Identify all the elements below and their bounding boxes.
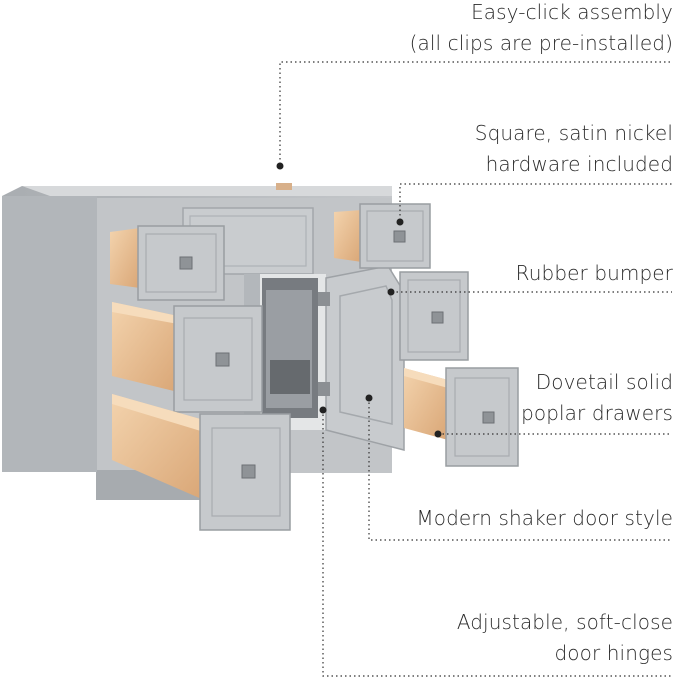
callout-line: hardware included [485,152,673,176]
callout-rubber-bumper: Rubber bumper [516,258,673,289]
callout-line: (all clips are pre-installed) [409,31,673,55]
callout-dots [276,162,442,438]
callout-leader-lines [279,61,672,677]
callout-dovetail-drawers: Dovetail solid poplar drawers [521,367,673,429]
easy-click-clip [276,183,292,190]
drawer-right-middle [399,271,469,361]
drawer-right-bottom [404,367,519,467]
callout-line: door hinges [554,641,673,665]
pull-knob [241,464,256,479]
callout-soft-close-hinges: Adjustable, soft-close door hinges [457,607,673,669]
drawer-right-top [334,203,431,269]
callout-line: Rubber bumper [515,261,673,285]
pull-knob [215,352,230,367]
pull-knob [179,256,193,270]
pull-knob [482,411,495,424]
callout-line: Adjustable, soft-close [456,610,673,634]
drawer-left-bottom [112,394,291,531]
callout-hardware: Square, satin nickel hardware included [475,118,673,180]
drawer-slide [270,360,310,394]
drawer-left-top [110,225,225,301]
pull-knob [393,230,406,243]
callout-line: Dovetail solid [535,370,673,394]
callout-line: Modern shaker door style [416,506,673,530]
callout-line: Square, satin nickel [474,121,673,145]
callout-easy-click-assembly: Easy-click assembly (all clips are pre-i… [410,0,673,59]
callout-shaker-door-style: Modern shaker door style [416,503,673,534]
callout-line: poplar drawers [521,401,673,425]
hinge-bottom [318,382,330,396]
drawer-left-middle [112,302,263,413]
pull-knob [431,311,444,324]
hinge-top [318,292,330,306]
callout-line: Easy-click assembly [471,0,673,24]
